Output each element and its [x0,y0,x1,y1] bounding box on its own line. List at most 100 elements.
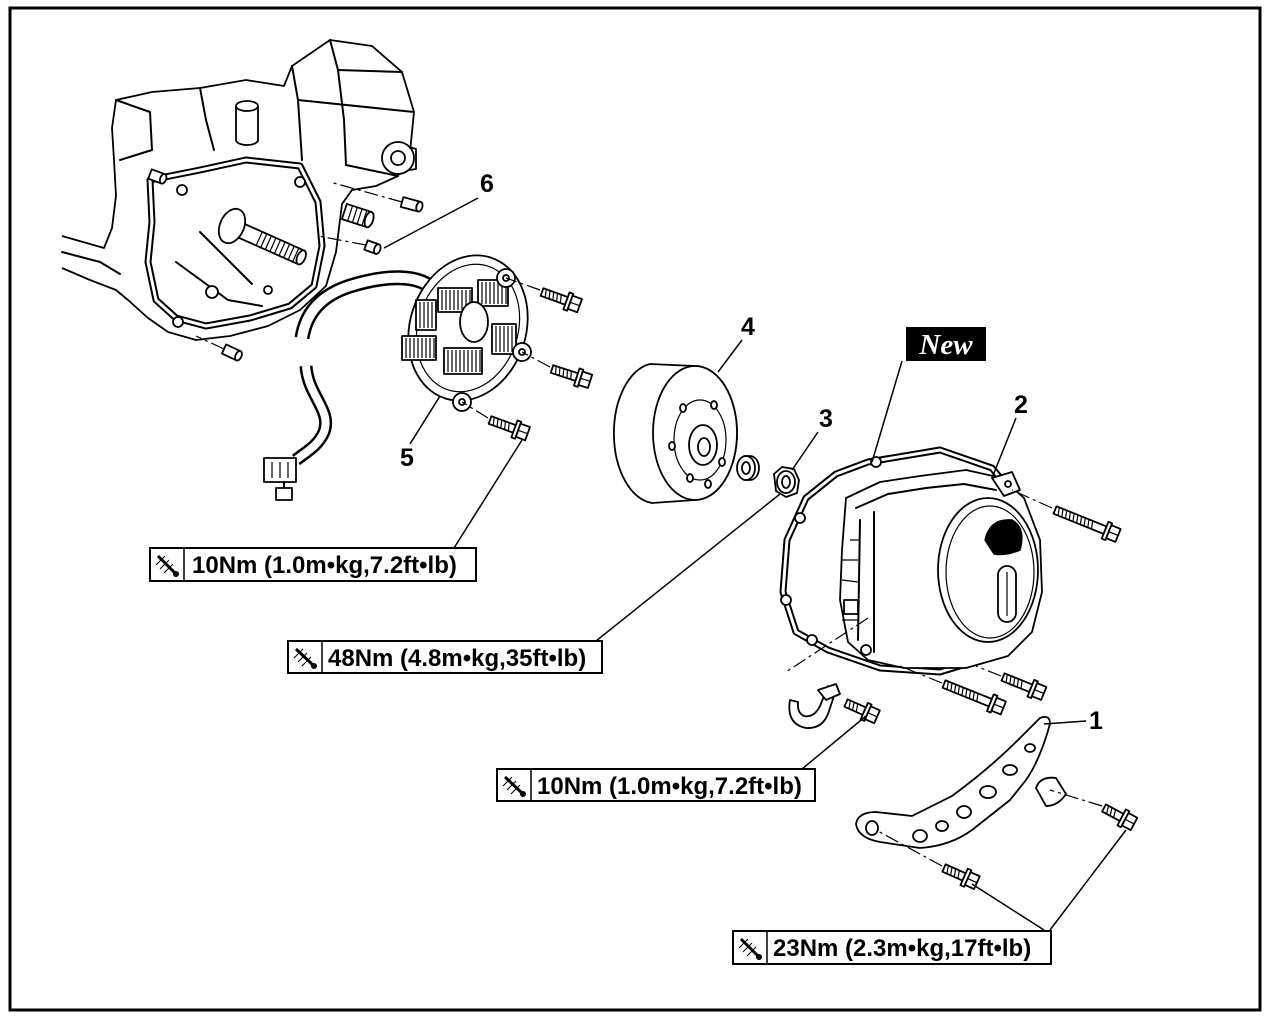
dowel-pin-end [415,200,424,213]
leader-part-1 [1043,720,1087,725]
part-number-4: 4 [741,313,755,341]
figure-frame [8,6,1262,1012]
bolt-thread-line [953,684,957,693]
flywheel-bolt-hole [668,441,676,451]
torque-spec-text: 23Nm (2.3m•kg,17ft•lb) [773,935,1031,962]
cover-bolt-long [1052,505,1122,543]
washer [736,455,760,481]
wrench-head [311,663,317,669]
bolt-shank [843,698,867,716]
torque-wrench-icon [155,554,179,577]
axis-line [317,235,367,246]
bracket-hole [979,785,997,799]
wrench-head [756,954,762,960]
splined-shaft [341,203,375,229]
bolt-head-edge [967,878,978,884]
dowel-pin-end [373,243,382,255]
shaft-boss-center [390,150,406,166]
cylinder-fin [297,99,415,113]
flywheel-bolt-hole [718,457,726,467]
bolt-shank [941,679,993,708]
cover-lug-hole [1004,480,1012,488]
bracket-bolt [941,863,981,890]
leader-part-6 [383,197,479,249]
crankcase-rib [115,99,153,161]
dowel-pin-end [158,173,168,185]
cover-bolt-long [941,679,1007,716]
stator-coil [437,287,473,313]
flywheel-bolt-hole [686,473,694,483]
stator-coil-body [415,299,437,331]
bolt-thread-line [1064,510,1068,519]
axis-line [195,335,225,350]
part-number-2: 2 [1014,391,1028,419]
bolt-thread-line [554,366,557,375]
bolt-thread-line [976,693,979,702]
cover-lug-hole [860,644,872,656]
crankcase-inner-web [199,231,253,285]
axis-line [521,351,551,368]
axis-line [329,181,403,203]
torque-spec-text: 10Nm (1.0m•kg,7.2ft•lb) [192,552,457,579]
bolt-thread-line [950,867,953,876]
wrench-handle [156,554,178,576]
torque-box-border [732,930,1052,965]
wrench-handle [739,937,761,959]
stator-coil [401,335,437,361]
torque-box-border [496,768,816,802]
stator-bolt [539,287,583,314]
bolt-thread-line [1020,680,1023,689]
lead-connector-small [275,487,293,501]
bolt-thread-line [852,702,855,711]
flywheel-bolt-hole [710,400,718,410]
fasteners [147,168,1139,890]
bolt-thread-line [1105,805,1110,815]
bolt-thread-line [1016,678,1020,688]
bolt-thread-line [562,368,565,377]
bolt-thread-line [544,289,547,298]
torque-spec-text: 48Nm (4.8m•kg,35ft•lb) [328,645,586,672]
bracket-clip [1035,776,1067,807]
bolt-thread-line [556,293,559,302]
axis-line [975,665,1002,677]
stator-assembly [263,254,532,501]
bolt-thread-line [548,290,551,299]
lead-connector-ribs [271,462,289,478]
bolt-thread-line [1012,677,1016,686]
dowel-pin [220,343,243,362]
new-badge-label: New [918,329,973,361]
part-number-6: 6 [480,170,494,198]
cylinder-fin [345,164,399,177]
bolt-thread-line [1057,507,1060,516]
clip-screw [843,698,881,725]
bolt-thread-line [1072,513,1075,522]
bolt-thread-line [559,294,562,304]
wrench-hatch [738,938,757,957]
crankcase-lower-edge [61,251,121,275]
cylinder-edge [329,39,347,166]
gasket-bolt-hole [794,512,806,524]
flywheel-rotor [613,363,738,504]
crankcase-rib [199,87,215,151]
stator-coil [415,299,437,331]
flywheel-holes [668,400,726,489]
case-bolt-hole [176,184,188,196]
bolt-thread-line [1009,675,1012,685]
stator-coil [477,279,509,307]
bolt-thread-line [570,371,572,380]
axis-line [505,277,541,291]
bolt-thread-line [504,421,507,430]
dowel-pin [363,239,382,255]
bracket-hole [1002,764,1018,776]
bolt-thread-line [500,419,503,429]
lead-clip-tab [817,683,841,701]
stud-post [235,106,259,146]
cover-dome [937,497,1039,643]
leader-part-5 [409,395,441,445]
bolt-thread-line [1090,520,1094,530]
bolt-thread-line [492,417,495,426]
axis-line [899,665,943,684]
crankcase-inner-web [175,261,263,307]
case-bolt-hole [172,316,184,328]
